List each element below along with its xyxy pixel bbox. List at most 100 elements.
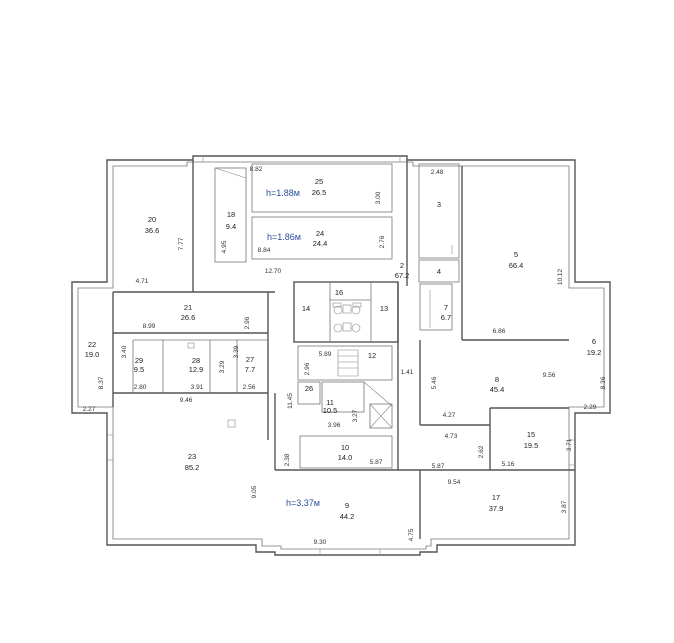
room-number: 13 (380, 304, 388, 313)
room-area: 12.9 (189, 365, 204, 374)
room-number: 10 (341, 443, 349, 452)
room-label-3: 3 (437, 200, 441, 209)
dimension-label: 9.05 (251, 485, 258, 498)
room-area: 10.5 (323, 406, 338, 415)
ceiling-height-label: h=1.86м (267, 232, 301, 242)
room-label-14: 14 (302, 304, 310, 313)
dimension-label: 3.87 (561, 500, 568, 513)
room-number: 14 (302, 304, 310, 313)
room-label-4: 4 (437, 267, 441, 276)
dimension-label: 5.89 (319, 351, 332, 358)
dimension-label: 3.71 (566, 438, 573, 451)
room-label-27: 277.7 (245, 355, 255, 374)
room-area: 9.4 (226, 222, 236, 231)
dimension-label: 3.39 (233, 345, 240, 358)
room-label-18: 189.4 (226, 210, 236, 231)
dimension-labels: 8.82 2.48 3.00 7.77 4.95 8.84 2.76 4.71 … (83, 166, 607, 546)
room-area: 85.2 (185, 463, 200, 472)
room-number: 20 (148, 215, 156, 224)
room-area: 19.5 (524, 441, 539, 450)
room-label-29: 299.5 (134, 356, 144, 374)
room-label-17: 17 37.9 (489, 493, 504, 513)
room-number: 11 (326, 398, 334, 407)
room-number: 17 (492, 493, 500, 502)
dimension-label: 2.80 (134, 384, 147, 391)
ceiling-height-label: h=1.88м (266, 188, 300, 198)
ceiling-height-labels: h=1.88м h=1.86м h=3.37м (266, 188, 320, 508)
room-area: 37.9 (489, 504, 504, 513)
dimension-label: 10.12 (557, 268, 564, 285)
room-area: 26.6 (181, 313, 196, 322)
dimension-label: 5.87 (370, 459, 383, 466)
dimension-label: 4.71 (136, 278, 149, 285)
room-area: 24.4 (313, 239, 328, 248)
dimension-label: 11.45 (287, 393, 294, 409)
room-label-25: 25 26.5 (312, 177, 327, 197)
room-area: 14.0 (338, 453, 353, 462)
room-area: 26.5 (312, 188, 327, 197)
dimension-label: 2.96 (244, 316, 251, 329)
dimension-label: 3.96 (328, 422, 341, 429)
room-number: 12 (368, 351, 376, 360)
dimension-label: 9.46 (180, 397, 193, 404)
room-number: 5 (514, 250, 518, 259)
dimension-label: 2.96 (304, 362, 311, 375)
room-area: 9.5 (134, 365, 144, 374)
dimension-label: 5.16 (502, 461, 515, 468)
dimension-label: 5.87 (432, 463, 445, 470)
room-number: 15 (527, 430, 535, 439)
dimension-label: 9.54 (448, 479, 461, 486)
dimension-label: 1.41 (401, 369, 414, 376)
room-number: 24 (316, 229, 324, 238)
room-number: 3 (437, 200, 441, 209)
room-label-2: 267.2 (395, 261, 410, 280)
dimension-label: 8.99 (143, 323, 156, 330)
room-label-9: 944.2 (340, 501, 355, 521)
room-area: 36.6 (145, 226, 160, 235)
room-number: 26 (305, 384, 313, 393)
room-number: 8 (495, 375, 499, 384)
dimension-label: 5.46 (431, 376, 438, 389)
dimension-label: 12.70 (265, 268, 282, 275)
room-label-13: 13 (380, 304, 388, 313)
room-number: 22 (88, 340, 96, 349)
dimension-label: 8.84 (258, 247, 271, 254)
dimension-label: 9.30 (314, 539, 327, 546)
room-label-16: 16 (335, 288, 343, 297)
room-label-12: 12 (368, 351, 376, 360)
dimension-label: 8.82 (250, 166, 263, 173)
dimension-label: 2.48 (431, 169, 444, 176)
dimension-label: 3.91 (191, 384, 204, 391)
room-number: 28 (192, 356, 200, 365)
room-label-5: 566.4 (509, 250, 524, 270)
dimension-label: 3.40 (121, 345, 128, 358)
dimension-label: 3.29 (219, 360, 226, 373)
room-number: 16 (335, 288, 343, 297)
dimension-label: 2.38 (284, 453, 291, 466)
dimension-label: 4.75 (408, 528, 415, 541)
dimension-label: 2.27 (83, 406, 96, 413)
room-label-6: 619.2 (587, 337, 602, 357)
room-label-23: 23 85.2 (185, 452, 200, 472)
room-number: 25 (315, 177, 323, 186)
room-label-7: 76.7 (441, 303, 451, 322)
dimension-label: 8.37 (98, 376, 105, 389)
room-number: 23 (188, 452, 196, 461)
room-area: 19.2 (587, 348, 602, 357)
dimension-label: 3.27 (352, 409, 359, 422)
room-area: 7.7 (245, 365, 255, 374)
room-area: 66.4 (509, 261, 524, 270)
room-number: 29 (135, 356, 143, 365)
dimension-label: 6.86 (493, 328, 506, 335)
room-number: 4 (437, 267, 441, 276)
room-number: 18 (227, 210, 235, 219)
room-number: 2 (400, 261, 404, 270)
room-number: 7 (444, 303, 448, 312)
dimension-label: 2.56 (243, 384, 256, 391)
